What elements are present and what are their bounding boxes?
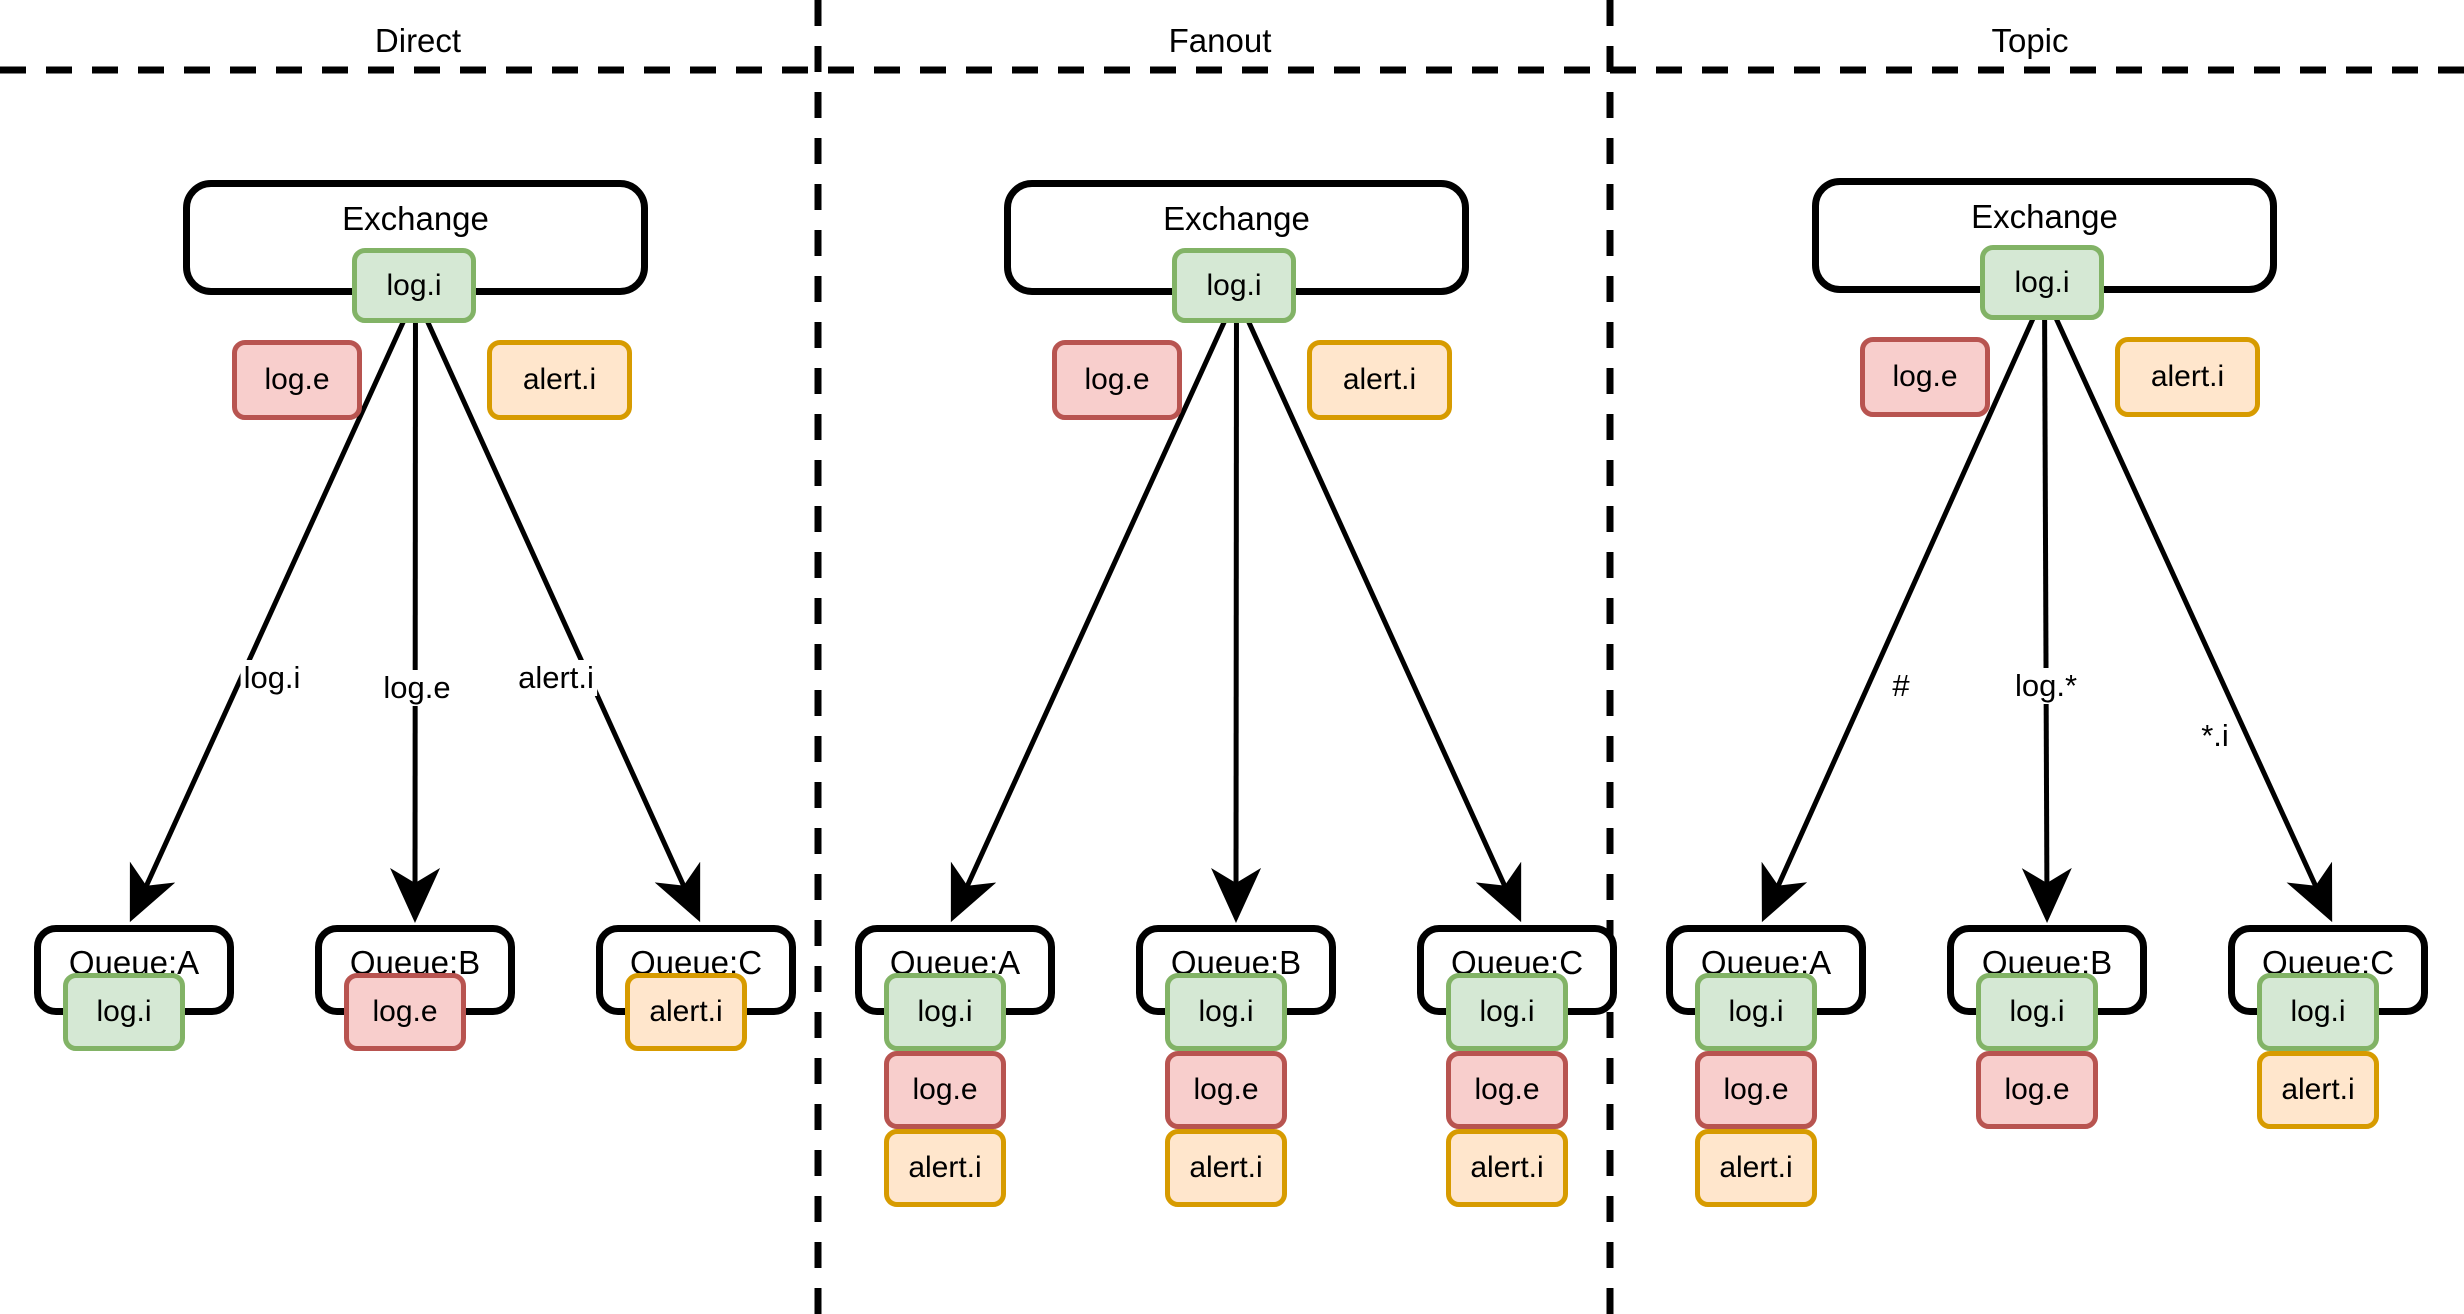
exchange-label: Exchange	[342, 200, 489, 237]
edge-label-direct-0: log.i	[240, 660, 304, 696]
edge-fanout-2	[1234, 293, 1522, 923]
queue-tag-log-i[interactable]: log.i	[63, 973, 185, 1051]
queue-tag-log-i[interactable]: log.i	[1976, 973, 2098, 1051]
edge-direct-0	[129, 293, 418, 923]
queue-tag-log-i[interactable]: log.i	[884, 973, 1006, 1051]
queue-tag-alert-i[interactable]: alert.i	[1165, 1129, 1287, 1207]
edge-topic-2	[2042, 291, 2333, 923]
queue-tag-log-e[interactable]: log.e	[1695, 1051, 1817, 1129]
edge-topic-1	[2021, 292, 2072, 923]
edge-direct-1	[390, 294, 441, 923]
queue-tag-log-e[interactable]: log.e	[344, 973, 466, 1051]
queue-tag-log-i[interactable]: log.i	[1165, 973, 1287, 1051]
exchange-tag-log-i[interactable]: log.i	[352, 248, 476, 323]
queue-tag-alert-i[interactable]: alert.i	[1446, 1129, 1568, 1207]
queue-tag-log-i[interactable]: log.i	[1446, 973, 1568, 1051]
queue-tag-alert-i[interactable]: alert.i	[884, 1129, 1006, 1207]
exchange-tag-log-i[interactable]: log.i	[1172, 248, 1296, 323]
edge-label-topic-1: log.*	[2011, 668, 2081, 704]
queue-tag-log-e[interactable]: log.e	[884, 1051, 1006, 1129]
exchange-tag-log-i[interactable]: log.i	[1980, 245, 2104, 320]
exchange-tag-log-e[interactable]: log.e	[232, 340, 362, 420]
edge-direct-2	[413, 293, 701, 923]
queue-tag-log-i[interactable]: log.i	[2257, 973, 2379, 1051]
queue-tag-alert-i[interactable]: alert.i	[2257, 1051, 2379, 1129]
exchange-label: Exchange	[1163, 200, 1310, 237]
queue-tag-log-e[interactable]: log.e	[1446, 1051, 1568, 1129]
exchange-label: Exchange	[1971, 198, 2118, 235]
edge-label-topic-2: *.i	[2198, 718, 2232, 754]
queue-tag-log-e[interactable]: log.e	[1976, 1051, 2098, 1129]
exchange-tag-alert-i[interactable]: alert.i	[487, 340, 632, 420]
edge-fanout-0	[950, 293, 1239, 923]
exchange-tag-log-e[interactable]: log.e	[1052, 340, 1182, 420]
queue-tag-alert-i[interactable]: alert.i	[1695, 1129, 1817, 1207]
edge-label-direct-1: log.e	[380, 670, 454, 706]
section-title-fanout: Fanout	[1168, 22, 1272, 59]
edge-label-direct-2: alert.i	[515, 660, 597, 696]
section-title-topic: Topic	[1991, 22, 2069, 59]
exchange-tag-alert-i[interactable]: alert.i	[2115, 337, 2260, 417]
exchange-tag-log-e[interactable]: log.e	[1860, 337, 1990, 417]
queue-tag-log-e[interactable]: log.e	[1165, 1051, 1287, 1129]
edge-topic-0	[1761, 291, 2047, 923]
edge-label-topic-0: #	[1889, 668, 1913, 704]
section-title-direct: Direct	[374, 22, 462, 59]
queue-tag-log-i[interactable]: log.i	[1695, 973, 1817, 1051]
queue-tag-alert-i[interactable]: alert.i	[625, 973, 747, 1051]
exchange-tag-alert-i[interactable]: alert.i	[1307, 340, 1452, 420]
edge-fanout-1	[1211, 294, 1262, 923]
